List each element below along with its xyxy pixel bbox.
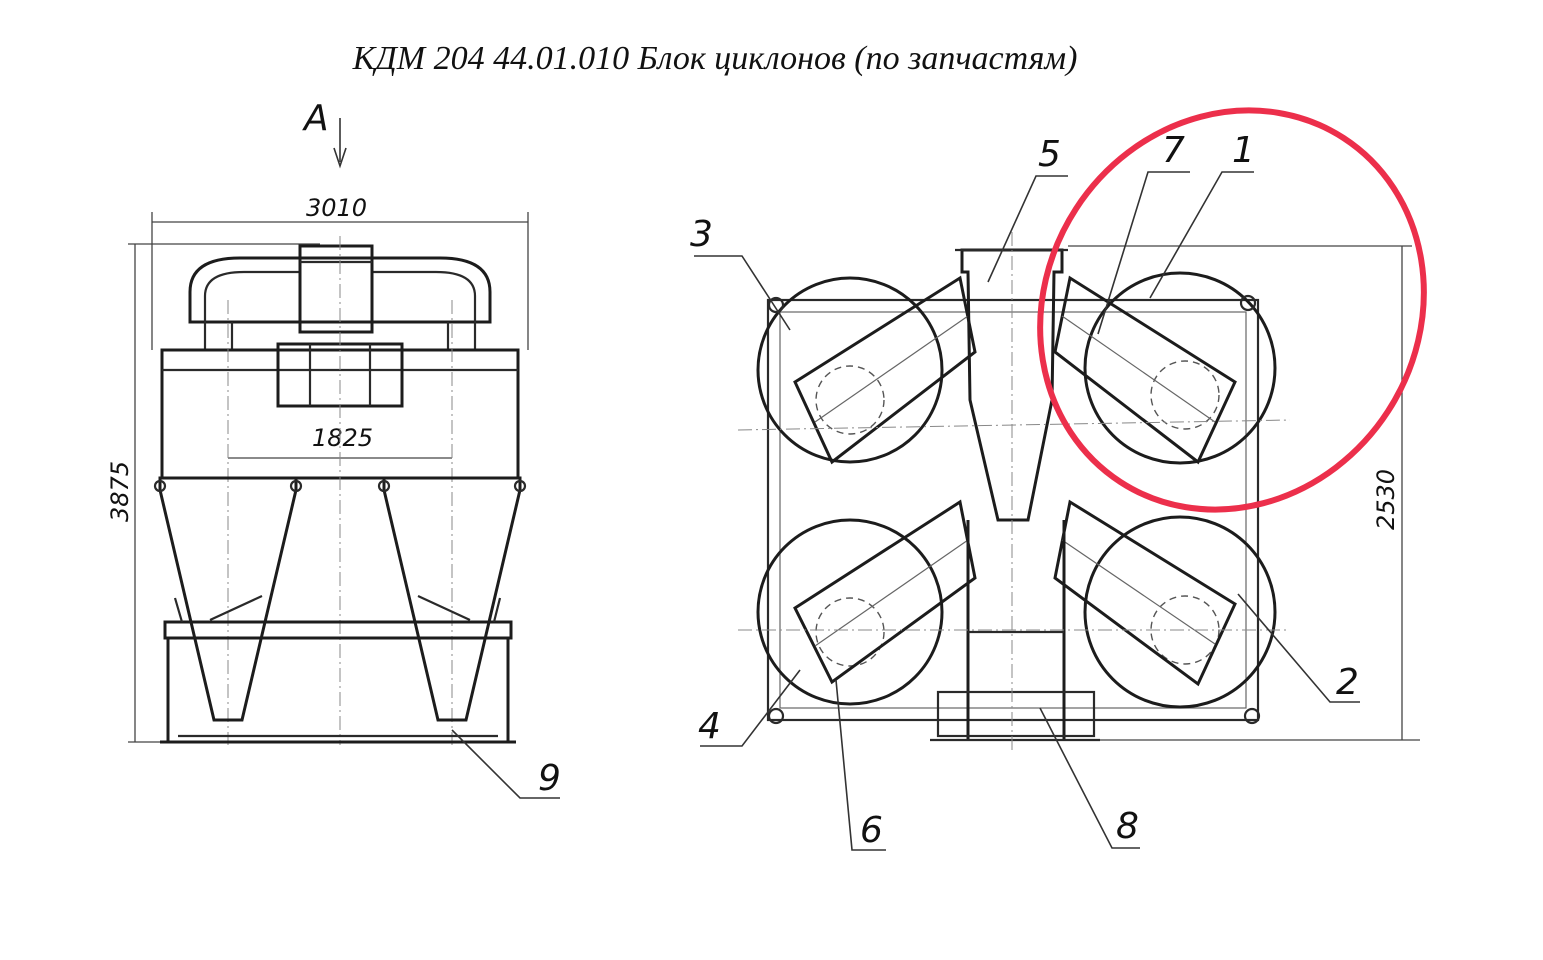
dim-3010: 3010	[306, 194, 367, 222]
hood-inner-left	[203, 270, 300, 322]
inlet-duct-br	[1053, 499, 1237, 687]
cyclone-circle-br	[1083, 515, 1277, 709]
leader-5	[987, 175, 1068, 283]
lug-3	[377, 479, 391, 493]
cyclone-circle-bl	[756, 518, 944, 706]
corner-lug-tl	[767, 296, 785, 314]
inner-circle-tl	[815, 365, 885, 435]
duct-axis-br	[1061, 539, 1216, 645]
part-label-6: 6	[860, 810, 883, 851]
drawing-title: КДМ 204 44.01.010 Блок циклонов (по запч…	[352, 40, 1078, 77]
lug-2	[289, 479, 303, 493]
duct-axis-bl	[814, 539, 969, 647]
duct-axis-tr	[1061, 315, 1216, 423]
part-label-7: 7	[1162, 130, 1185, 171]
corner-lug-bl	[767, 707, 785, 725]
view-arrow-head	[333, 147, 347, 169]
leader-6	[835, 679, 886, 851]
dim-1825: 1825	[312, 424, 373, 452]
plan-view: 2530 3 4 5 6 7 1 8 2	[690, 130, 1420, 851]
cone-braces	[209, 595, 471, 621]
plan-frame	[766, 298, 1260, 722]
lug-1	[153, 479, 167, 493]
inlet-duct-tr	[1053, 275, 1237, 465]
outlet-flange	[298, 244, 374, 334]
corner-lug-tr	[1239, 294, 1257, 312]
plan-frame-inner	[779, 311, 1247, 709]
inlet-duct-tl	[793, 275, 977, 465]
leader-1	[1149, 171, 1254, 299]
frame-braces	[173, 597, 502, 623]
plan-centerline-h2	[737, 419, 1291, 431]
central-distributor	[960, 248, 1064, 522]
leader-7	[1097, 171, 1190, 335]
part-label-8: 8	[1116, 806, 1139, 847]
leader-2	[1237, 593, 1360, 703]
dim-3875: 3875	[106, 461, 134, 522]
lug-4	[513, 479, 527, 493]
leader-9	[451, 729, 560, 799]
exhaust-hood	[188, 256, 492, 324]
cyclone-circle-tl	[756, 276, 944, 464]
duct-axis-tl	[814, 315, 969, 423]
part-label-4: 4	[698, 706, 721, 747]
dim-2530: 2530	[1372, 469, 1400, 530]
leader-4	[700, 669, 801, 747]
part-label-5: 5	[1038, 134, 1061, 175]
part-label-1: 1	[1232, 130, 1255, 171]
highlight-ellipse	[1037, 107, 1427, 513]
front-view: А 3010 3875 1825	[106, 98, 561, 799]
part-label-3: 3	[690, 214, 713, 255]
bottom-outlet	[936, 690, 1096, 738]
hood-inner-right	[372, 270, 477, 322]
frame-top-beam	[163, 620, 513, 640]
leader-3	[694, 255, 791, 331]
inlet-duct-bl	[793, 499, 977, 685]
corner-lug-br	[1243, 707, 1261, 725]
inner-circle-tr	[1150, 360, 1220, 430]
leader-8	[1039, 707, 1140, 849]
inner-circle-bl	[815, 597, 885, 667]
part-label-9: 9	[538, 758, 561, 799]
inner-circle-br	[1150, 595, 1220, 665]
part-label-2: 2	[1336, 662, 1359, 703]
cyclone-circle-tr	[1083, 271, 1277, 465]
view-label-a: А	[302, 98, 329, 139]
